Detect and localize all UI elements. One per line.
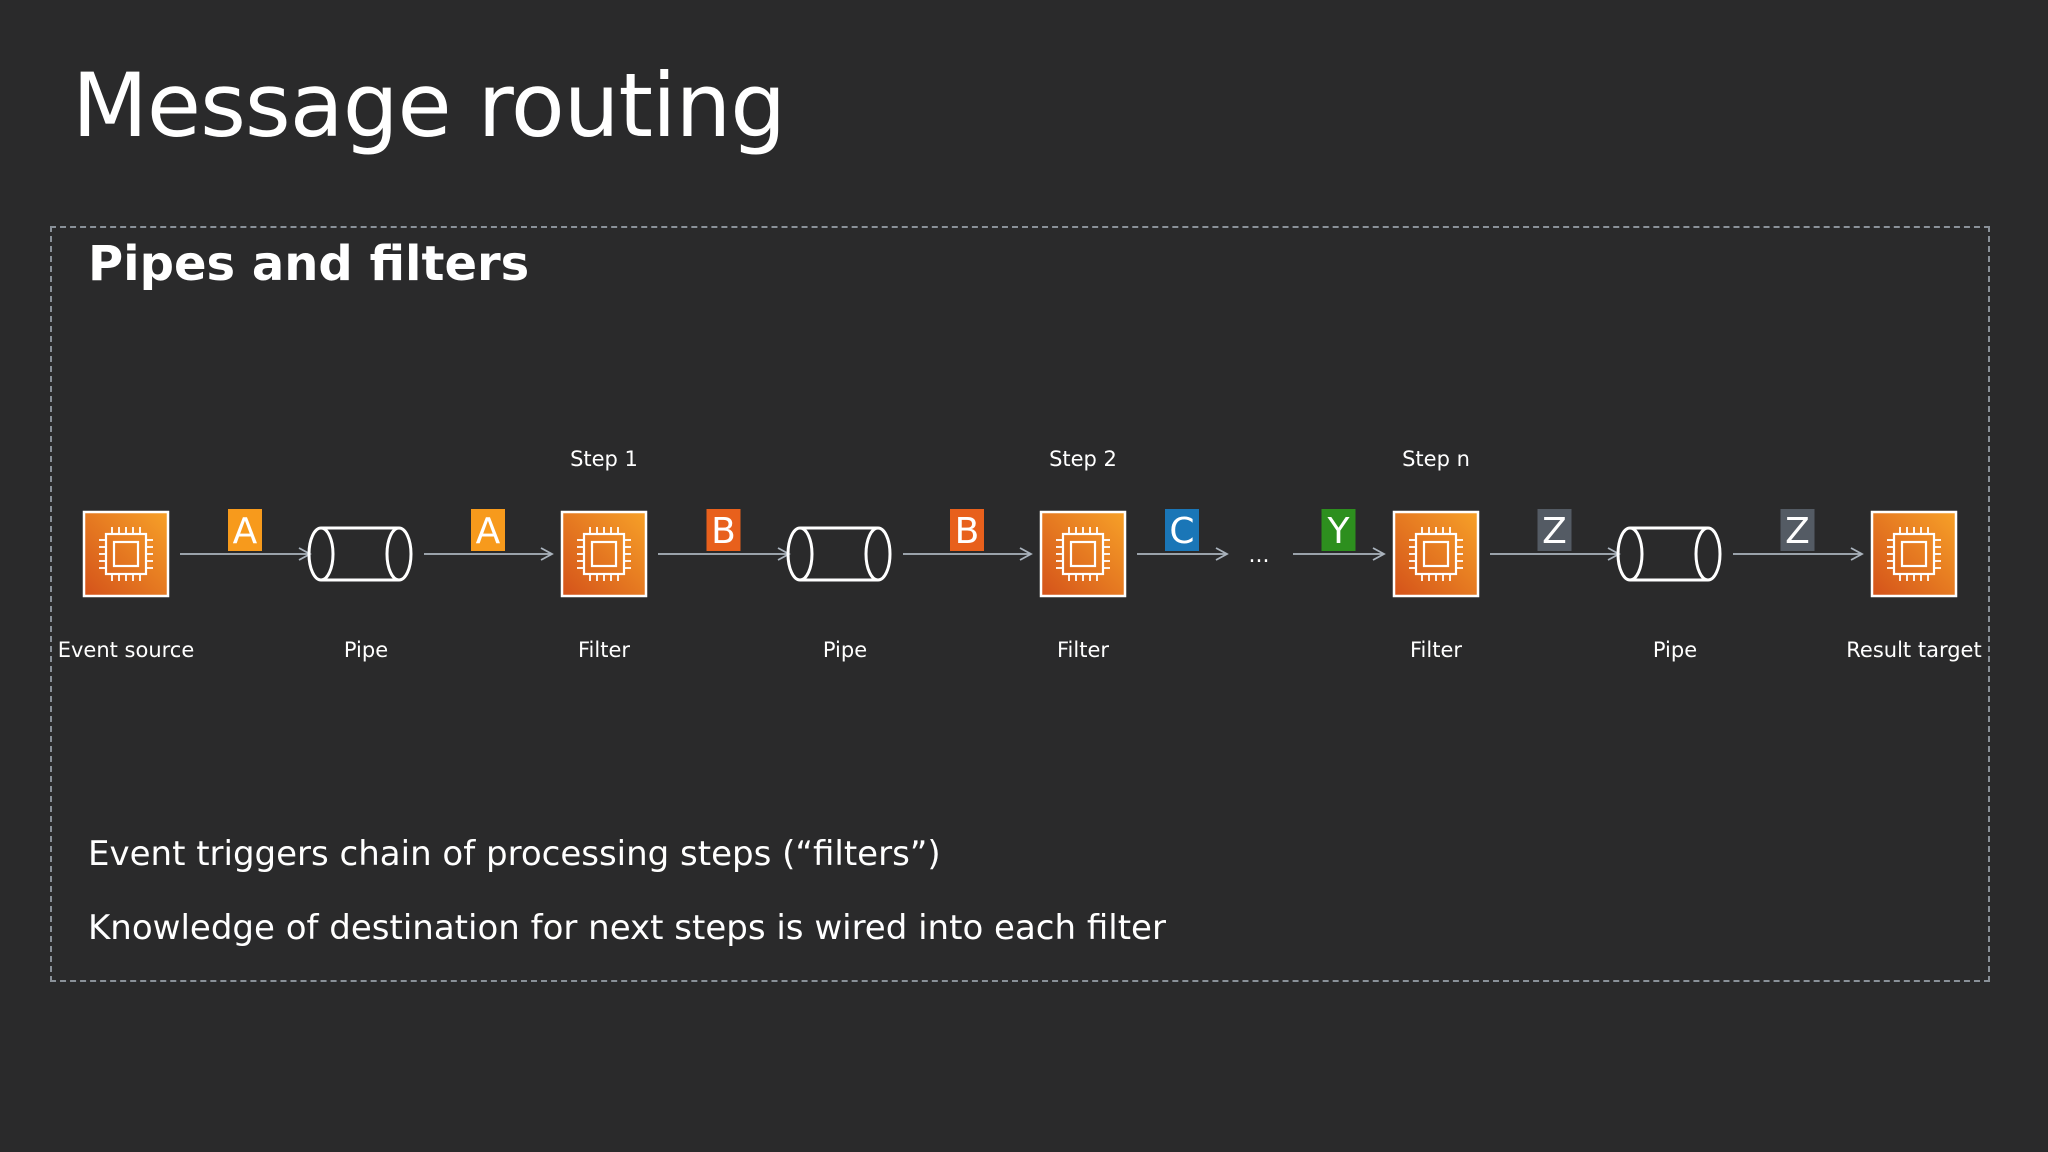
message-badge: A <box>471 509 505 552</box>
node-filter: Filter Step 2 <box>1039 447 1127 662</box>
message-badge: B <box>950 509 984 552</box>
chip-icon <box>1039 510 1127 598</box>
pipe-cylinder-icon <box>307 526 413 582</box>
node-ellipsis: ... <box>1249 543 1270 568</box>
message-letter: A <box>233 511 258 552</box>
node-filter: Filter Step 1 <box>560 447 648 662</box>
pipe-cylinder-icon <box>1616 526 1722 582</box>
chip-icon <box>82 510 170 598</box>
step-label: Step n <box>1402 447 1470 471</box>
message-badge: C <box>1165 509 1199 552</box>
node-label: Event source <box>58 638 195 662</box>
node-event-source: Event source <box>58 510 195 662</box>
node-pipe: Pipe <box>1616 526 1722 662</box>
message-letter: C <box>1169 511 1194 552</box>
message-letter: A <box>476 511 501 552</box>
node-label: Pipe <box>823 638 867 662</box>
node-label: Filter <box>1057 638 1109 662</box>
pattern-title: Pipes and filters <box>88 236 530 292</box>
chip-icon <box>560 510 648 598</box>
ellipsis: ... <box>1249 543 1270 568</box>
node-label: Filter <box>1410 638 1462 662</box>
message-badge: A <box>228 509 262 552</box>
message-letter: Z <box>1785 511 1810 552</box>
node-filter: Filter Step n <box>1392 447 1480 662</box>
message-badge: Z <box>1537 509 1572 552</box>
message-letter: B <box>955 511 980 552</box>
chip-icon <box>1870 510 1958 598</box>
message-letter: Z <box>1542 511 1567 552</box>
message-badge: B <box>706 509 741 552</box>
node-label: Result target <box>1846 638 1981 662</box>
pattern-container <box>50 226 1990 982</box>
chip-icon <box>1392 510 1480 598</box>
node-label: Pipe <box>344 638 388 662</box>
message-letter: B <box>711 511 736 552</box>
pipe-cylinder-icon <box>786 526 892 582</box>
slide-title: Message routing <box>72 54 786 157</box>
node-pipe: Pipe <box>307 526 413 662</box>
node-pipe: Pipe <box>786 526 892 662</box>
message-badge: Z <box>1780 509 1815 552</box>
node-result-target: Result target <box>1846 510 1982 662</box>
step-label: Step 2 <box>1049 447 1117 471</box>
node-label: Pipe <box>1653 638 1697 662</box>
step-label: Step 1 <box>570 447 638 471</box>
message-letter: Y <box>1327 511 1351 552</box>
message-badge: Y <box>1321 509 1356 552</box>
description-line-1: Event triggers chain of processing steps… <box>88 834 941 874</box>
node-layer: Event source Pipe Filter Step 1 Pipe Filter St… <box>58 447 1982 662</box>
description-line-2: Knowledge of destination for next steps … <box>88 908 1166 948</box>
node-label: Filter <box>578 638 630 662</box>
